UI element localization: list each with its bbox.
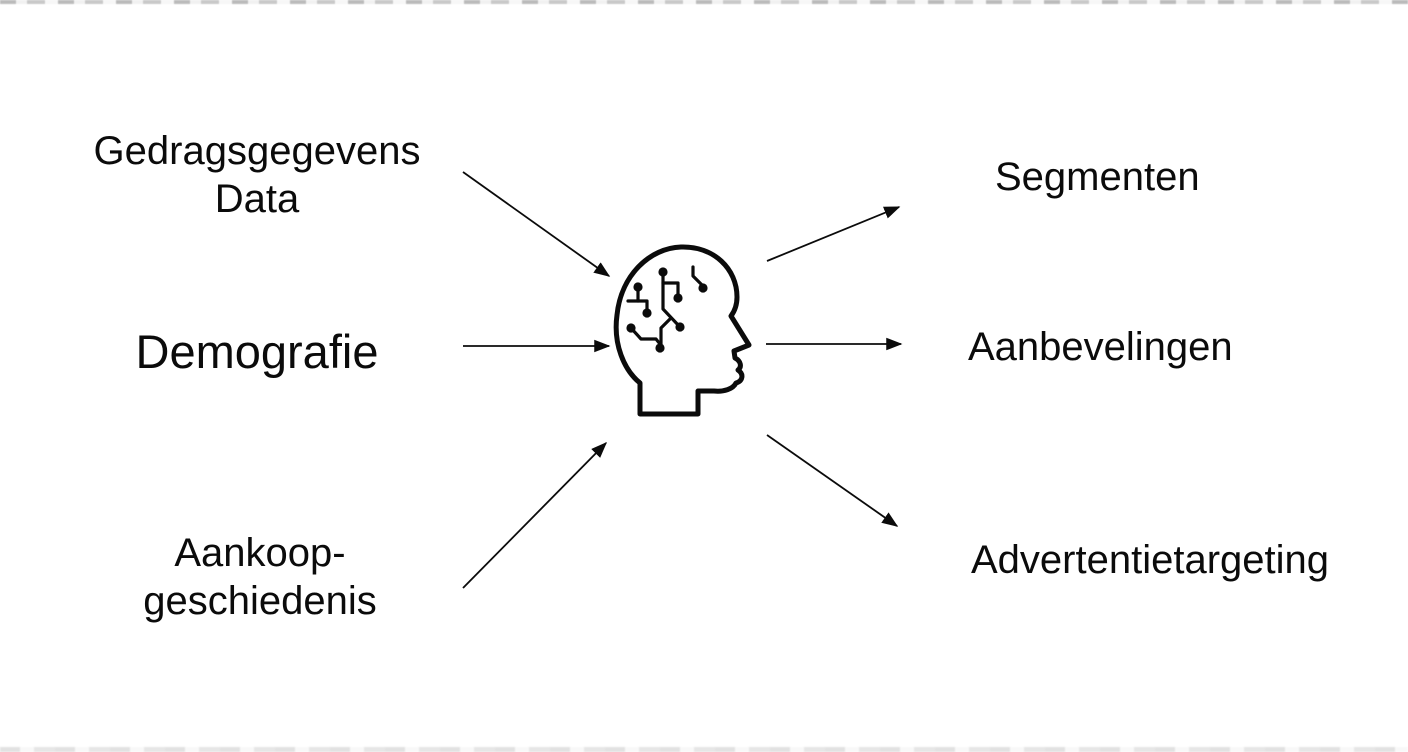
brain-circuit-head-icon — [613, 244, 752, 417]
arrow-brain-to-segmenten — [766, 206, 901, 262]
arrow-aankoop-to-brain — [462, 441, 608, 589]
circuit-traces — [626, 265, 704, 347]
circuit-nodes — [626, 267, 708, 353]
arrow-brain-to-advertentietargeting — [766, 434, 899, 527]
label-line: Gedragsgegevens — [93, 129, 421, 173]
input-label-demografie: Demografie — [57, 324, 457, 380]
input-label-aankoop-geschiedenis: Aankoop- geschiedenis — [60, 529, 460, 625]
output-label-advertentietargeting: Advertentietargeting — [971, 538, 1330, 582]
label-line: Aankoop- — [174, 531, 346, 575]
arrow-gedragsgegevens-to-brain — [462, 171, 611, 277]
label-line: geschiedenis — [143, 579, 377, 623]
label-line: Demografie — [135, 325, 379, 378]
output-label-aanbevelingen: Aanbevelingen — [968, 325, 1233, 369]
input-label-gedragsgegevens-data: Gedragsgegevens Data — [57, 127, 457, 223]
output-label-segmenten: Segmenten — [995, 155, 1200, 199]
label-line: Data — [214, 177, 300, 221]
